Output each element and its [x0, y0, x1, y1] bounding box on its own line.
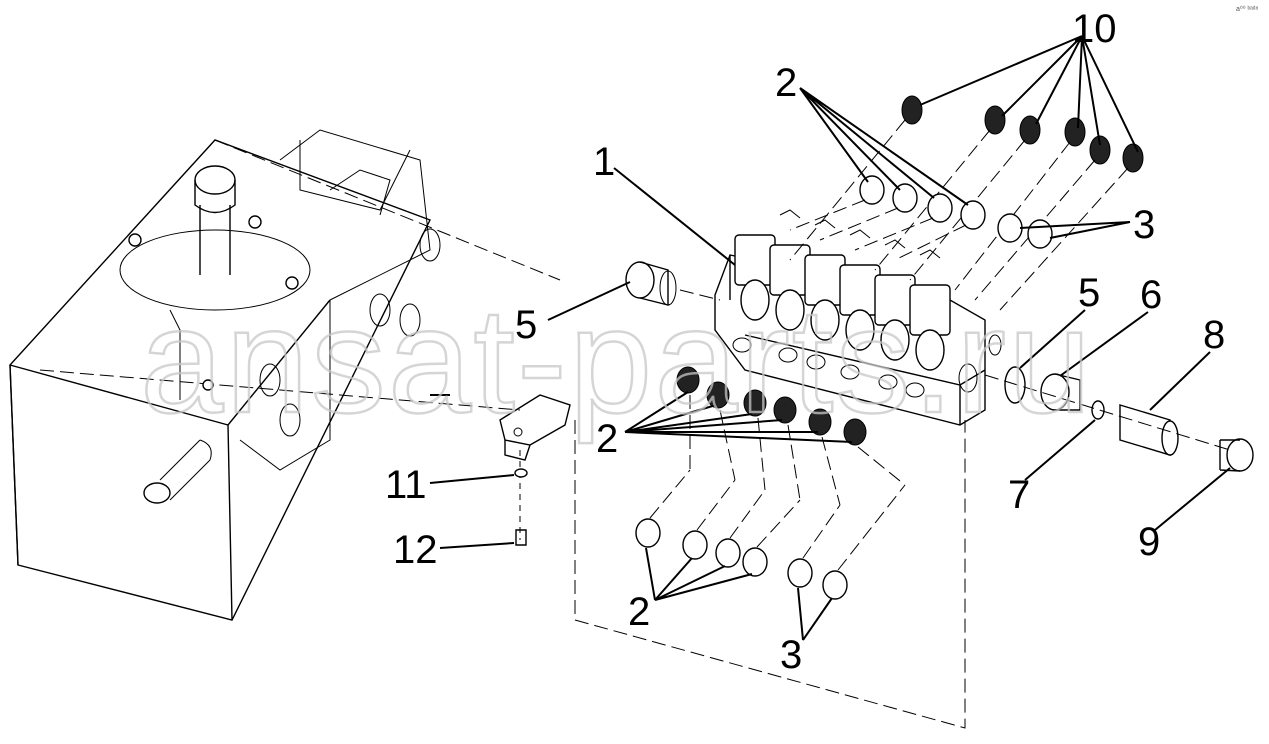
plug-part-5-left	[625, 261, 721, 306]
fittings-part-2-bottom	[635, 469, 801, 577]
fittings-part-3-right	[997, 213, 1053, 249]
valve-manifold	[574, 209, 1002, 729]
callout-labels: 10 2 1 3 5 5 6 8 2 7 9 11 12 2 3	[385, 7, 1225, 677]
callout-8: 8	[1203, 313, 1225, 357]
callout-10: 10	[1072, 7, 1117, 51]
callout-2-bottom: 2	[628, 590, 650, 634]
callout-3-bottom: 3	[780, 633, 802, 677]
seal-part-5-right	[1004, 366, 1026, 404]
hydraulic-tank	[9, 129, 561, 621]
callout-6: 6	[1140, 273, 1162, 317]
callout-5-left: 5	[515, 303, 537, 347]
callout-11: 11	[385, 463, 427, 507]
leader-lines	[429, 35, 1231, 641]
mounting-bracket	[499, 394, 571, 546]
bolt-part-12	[515, 529, 527, 546]
fittings-part-2-top	[789, 175, 986, 261]
watermark-text: ansat-parts.ru	[140, 276, 1093, 444]
fittings-part-3-bottom	[787, 484, 906, 600]
fitting-part-9	[1226, 438, 1254, 472]
oring-part-7	[1091, 400, 1105, 420]
callout-7: 7	[1008, 473, 1030, 517]
fittings-part-2-middle	[676, 366, 906, 506]
callout-1: 1	[593, 140, 615, 184]
washer-part-11	[514, 468, 528, 478]
callout-12: 12	[393, 528, 438, 572]
callout-2-top: 2	[775, 61, 797, 105]
filter-assembly	[984, 366, 1254, 472]
callout-9: 9	[1138, 520, 1160, 564]
callout-3-right: 3	[1133, 203, 1155, 247]
callout-2-middle: 2	[596, 417, 618, 461]
callout-5-right: 5	[1078, 271, 1100, 315]
corner-mark: a⁰⁰ ᵇᵃᵈ⁸	[1236, 5, 1258, 13]
